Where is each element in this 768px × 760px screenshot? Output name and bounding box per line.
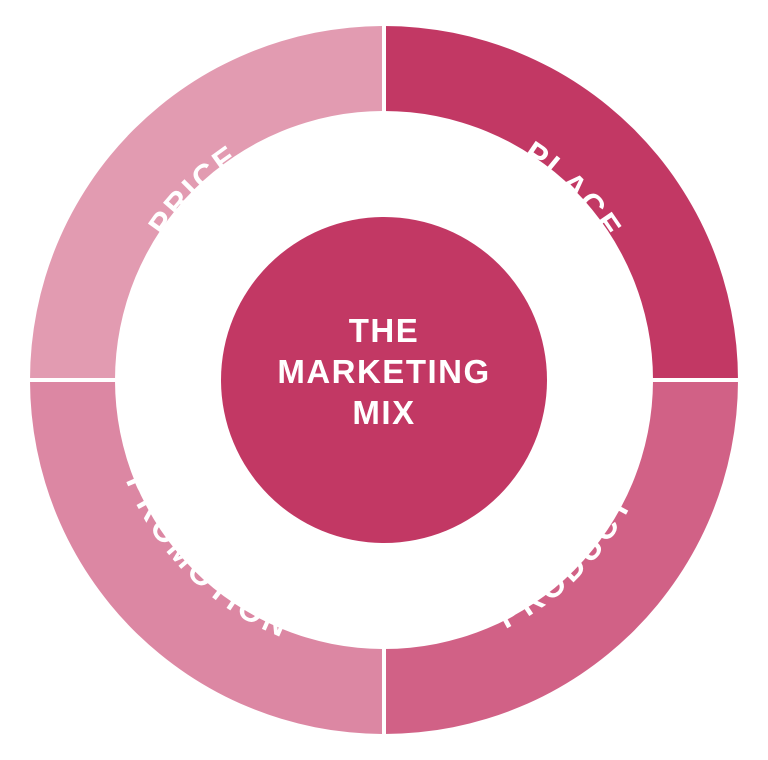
segment-product: [384, 380, 738, 734]
segment-promotion: [30, 380, 384, 734]
segment-place: [384, 26, 738, 380]
center-title-line-3: MIX: [352, 394, 415, 431]
center-title-line-2: MARKETING: [277, 353, 490, 390]
segment-price: [30, 26, 384, 380]
center-circle: [221, 217, 547, 543]
center-title-line-1: THE: [349, 312, 420, 349]
